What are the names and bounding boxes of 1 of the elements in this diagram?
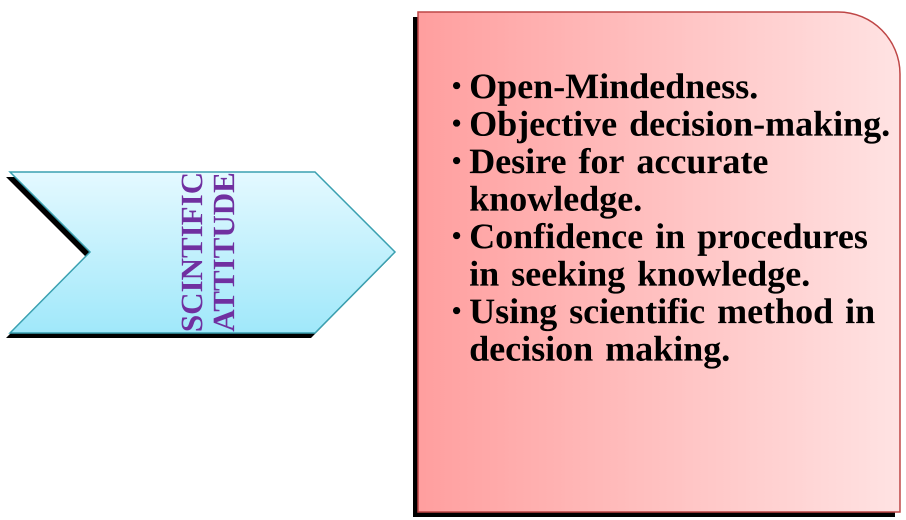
list-box: Open-Mindedness. Objective decision-making. Desire for accurate knowledge. Confidence in procedures in seeking knowledge. Using scientific method in decision making. (413, 11, 901, 517)
